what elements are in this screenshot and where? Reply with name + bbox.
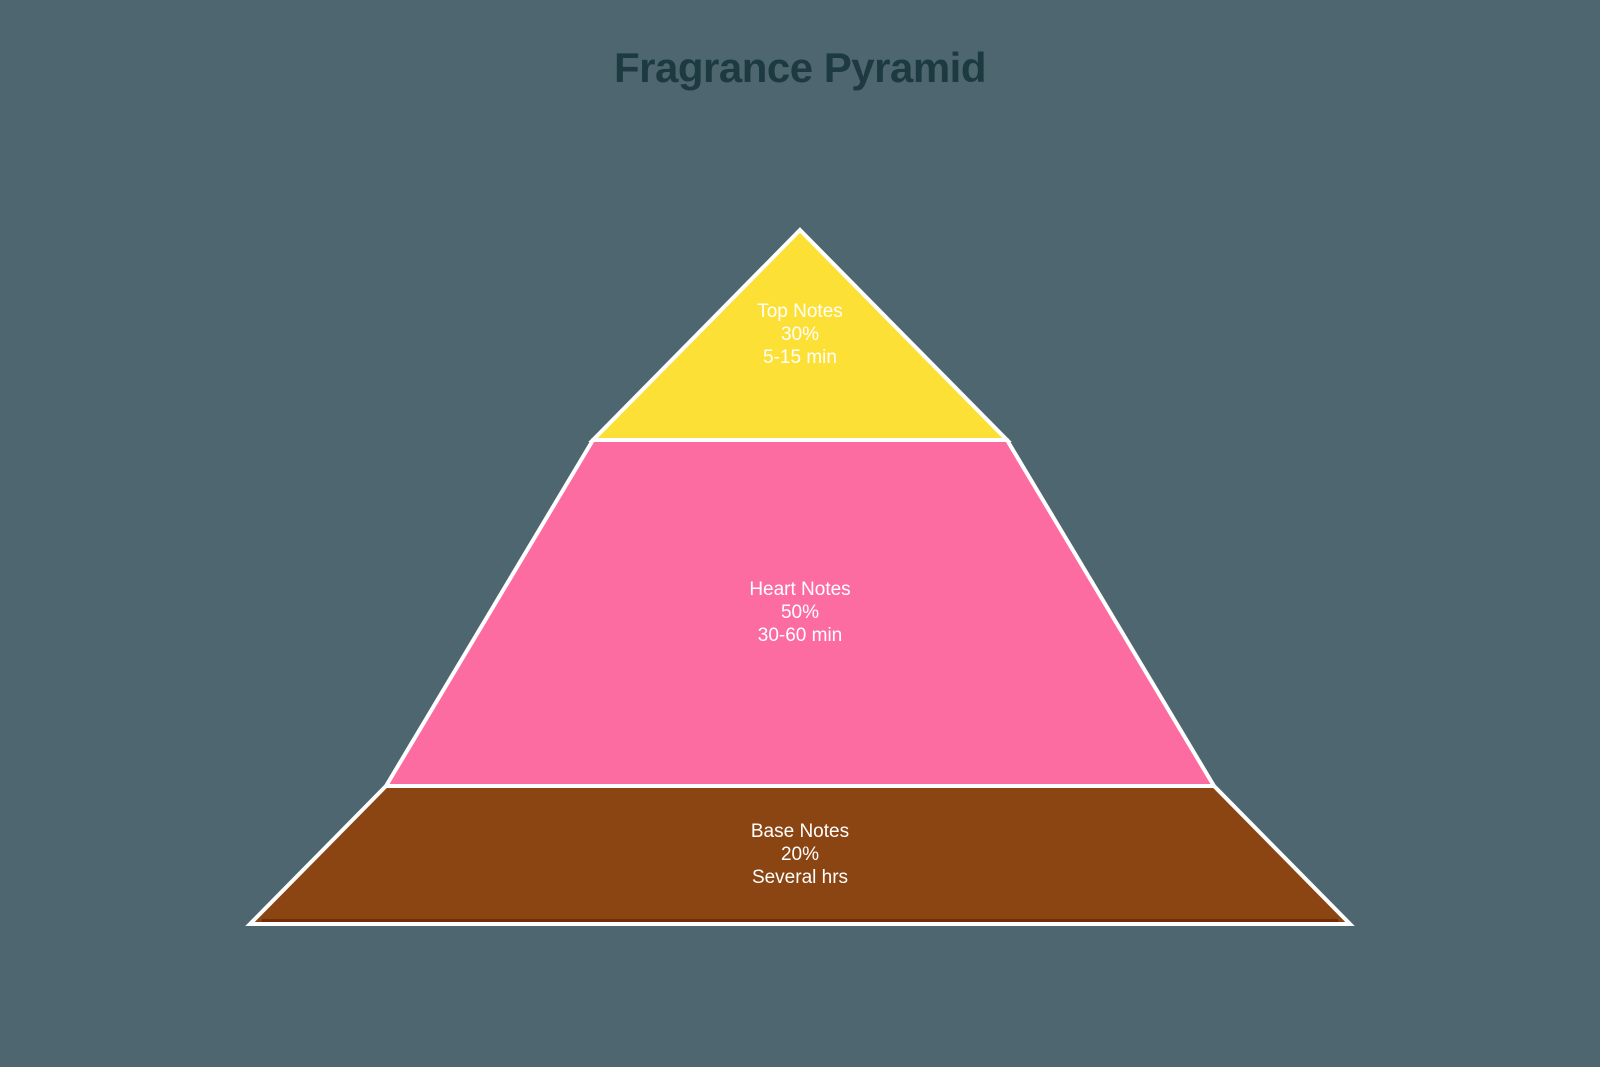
pyramid-layer-top-notes[interactable]	[588, 227, 1012, 442]
pyramid-layer-heart-notes[interactable]	[382, 438, 1218, 788]
chart-title: Fragrance Pyramid	[613, 44, 987, 91]
pyramid-layer-base-notes[interactable]	[245, 784, 1355, 926]
